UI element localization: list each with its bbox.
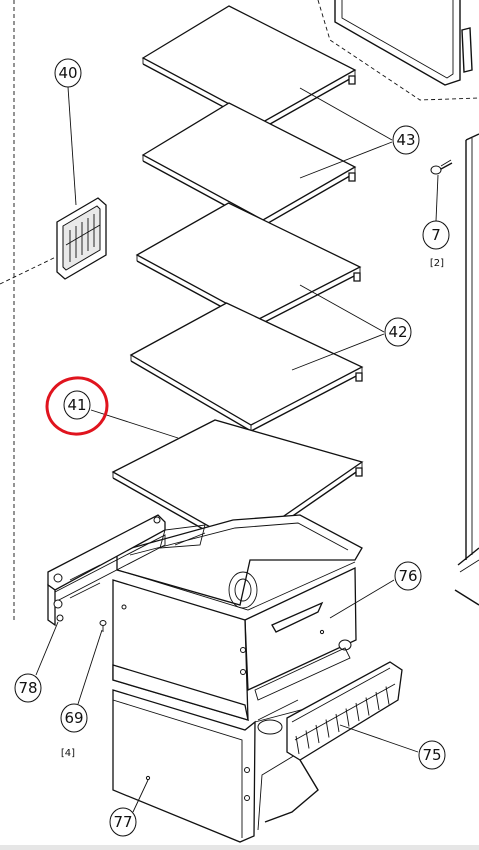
callout-7: 7 [2] — [422, 220, 450, 269]
callout-label-40: 40 — [58, 64, 77, 82]
leader-line-69 — [77, 629, 103, 705]
callout-label-75: 75 — [422, 746, 441, 764]
callout-76: 76 — [394, 561, 422, 591]
slide-rail-part-78 — [47, 514, 166, 627]
callout-circle-77 — [109, 807, 137, 837]
callout-circle-43 — [392, 125, 420, 155]
vent-cover-part-40 — [56, 197, 107, 280]
leader-line-7 — [435, 174, 439, 222]
screw-part-69 — [99, 620, 107, 632]
callout-circle-7 — [422, 220, 450, 250]
leader-line-43 — [299, 141, 393, 179]
part-callouts: 40 43 7 [2] 42 41 76 78 69 [4] 75 77 — [14, 58, 450, 837]
shelf-2 — [141, 102, 357, 227]
shelf-3 — [135, 202, 362, 327]
leader-line-40 — [67, 86, 77, 206]
callout-40: 40 — [54, 58, 82, 88]
quantity-label-69: [4] — [61, 748, 75, 759]
bottom-edge-bar — [0, 845, 479, 850]
callout-label-7: 7 — [431, 226, 441, 244]
callout-label-69: 69 — [64, 709, 83, 727]
callout-label-78: 78 — [18, 679, 37, 697]
callout-circle-75 — [418, 740, 446, 770]
leader-line-75 — [339, 724, 419, 753]
leader-lines — [35, 86, 439, 813]
leader-line-77 — [132, 779, 149, 813]
callout-label-42: 42 — [388, 323, 407, 341]
shelf-1 — [141, 5, 357, 129]
callout-circle-69 — [60, 703, 88, 733]
leader-line-43 — [299, 87, 393, 141]
callout-43: 43 — [392, 125, 420, 155]
callout-78: 78 — [14, 673, 42, 703]
callout-label-41: 41 — [67, 396, 86, 414]
leader-line-42 — [299, 284, 385, 333]
quantity-label-7: [2] — [430, 258, 444, 269]
callout-circle-78 — [14, 673, 42, 703]
cabinet-side-wall — [454, 133, 479, 606]
screw-part-7 — [430, 159, 453, 175]
leader-line-42 — [291, 333, 385, 371]
callout-circle-76 — [394, 561, 422, 591]
callout-circle-40 — [54, 58, 82, 88]
callout-circle-41 — [63, 390, 91, 420]
leader-line-78 — [35, 621, 59, 676]
basket-part-75 — [257, 661, 403, 761]
callout-75: 75 — [418, 740, 446, 770]
cabinet-outline — [0, 0, 479, 620]
callout-label-76: 76 — [398, 567, 417, 585]
glass-shelves — [111, 5, 364, 552]
callout-41: 41 — [63, 390, 91, 420]
callout-label-43: 43 — [396, 131, 415, 149]
leader-line-76 — [329, 579, 395, 619]
shelf-4 — [129, 302, 364, 432]
highlight-ring-part-41 — [45, 376, 109, 436]
callout-label-77: 77 — [113, 813, 132, 831]
callout-77: 77 — [109, 807, 137, 837]
callout-42: 42 — [384, 317, 412, 347]
callout-69: 69 [4] — [60, 703, 88, 759]
callout-circle-42 — [384, 317, 412, 347]
